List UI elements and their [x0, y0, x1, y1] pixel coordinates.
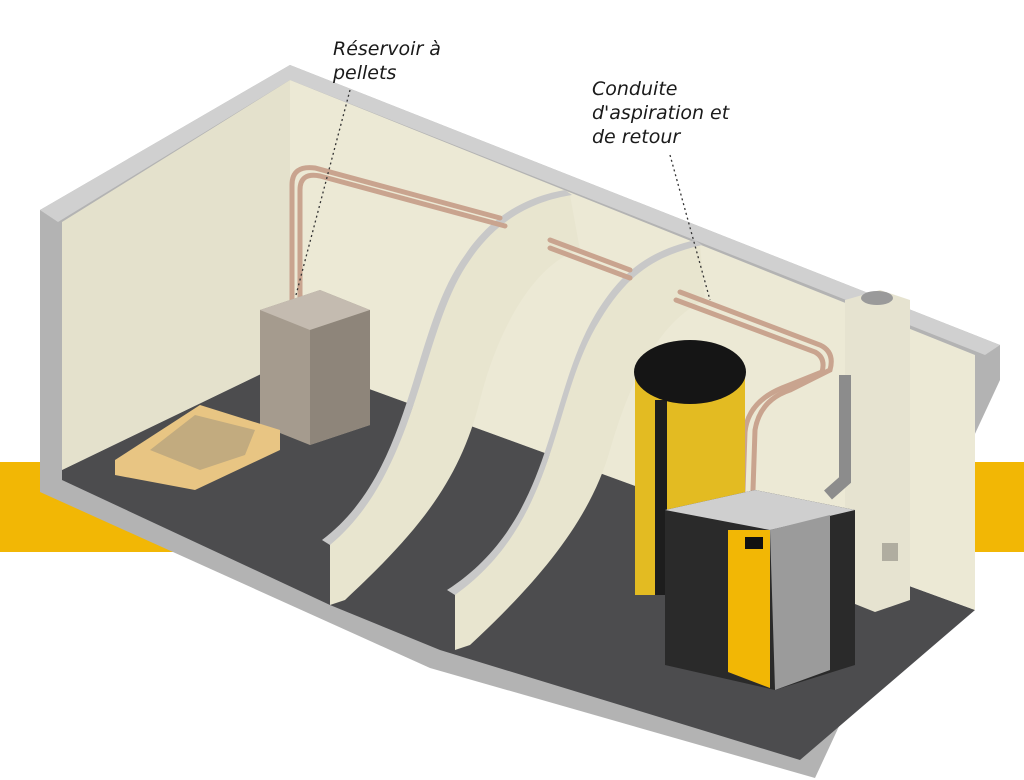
- label-line: pellets: [333, 62, 397, 84]
- label-pellet-tank: Réservoir à pellets: [333, 37, 441, 85]
- suction-return-pipes: [289, 165, 834, 523]
- label-suction-return-line: Conduite d'aspiration et de retour: [592, 77, 729, 149]
- left-wall: [62, 80, 290, 470]
- boiler-display: [745, 537, 763, 549]
- flue-pipe: [824, 375, 851, 500]
- pellet-tank-top: [260, 290, 370, 330]
- label-line: d'aspiration et: [592, 102, 730, 124]
- pellet-bags: [150, 415, 255, 470]
- buffer-tank-lid: [634, 340, 746, 404]
- leader-line-suction: [669, 154, 711, 301]
- partition-wall-1: [330, 195, 580, 605]
- chimney: [845, 290, 910, 612]
- label-line: de retour: [592, 126, 681, 148]
- boiler-top: [665, 490, 855, 530]
- leader-line-pellet-tank: [295, 89, 351, 296]
- chimney-door: [882, 543, 898, 561]
- label-line: Réservoir à: [333, 38, 441, 60]
- buffer-tank-stripe: [655, 400, 667, 595]
- boiler-side-gray: [770, 515, 830, 690]
- partition-wall-2: [455, 245, 705, 650]
- chimney-opening: [861, 291, 893, 305]
- boiler-front-yellow: [728, 530, 770, 688]
- label-line: Conduite: [592, 78, 678, 100]
- pellet-tank-side: [310, 310, 370, 445]
